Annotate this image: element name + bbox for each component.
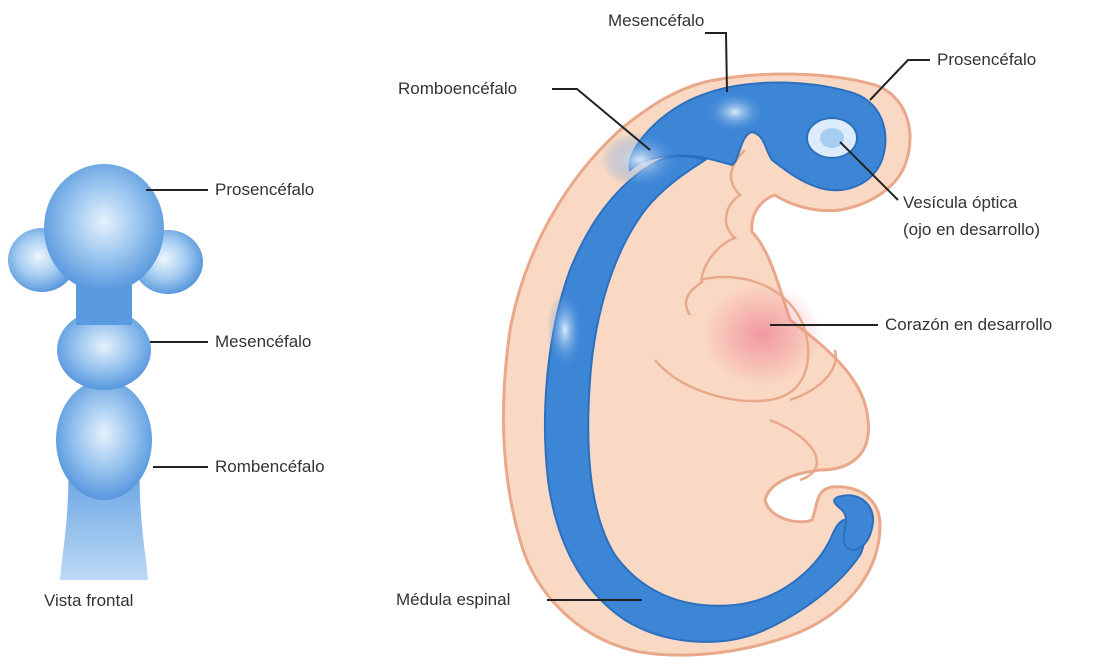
optic-vesicle-label-line2: (ojo en desarrollo)	[903, 219, 1040, 241]
optic-vesicle-label-line1: Vesícula óptica	[903, 192, 1017, 214]
mesencephalon-highlight	[705, 92, 765, 132]
lateral-mesencephalon-label: Mesencéfalo	[608, 10, 704, 32]
spinal-highlight	[547, 290, 583, 370]
optic-vesicle-inner	[820, 128, 844, 148]
frontal-view	[8, 164, 208, 580]
developing-heart	[702, 283, 822, 387]
frontal-prosencephalon	[44, 164, 164, 292]
lateral-rhombencephalon-label: Romboencéfalo	[398, 78, 517, 100]
lateral-prosencephalon-label: Prosencéfalo	[937, 49, 1036, 71]
developing-heart-label: Corazón en desarrollo	[885, 314, 1052, 336]
frontal-prosencephalon-label: Prosencéfalo	[215, 179, 314, 201]
frontal-rhombencephalon	[56, 380, 152, 500]
lateral-view	[503, 33, 930, 655]
frontal-mesencephalon-label: Mesencéfalo	[215, 331, 311, 353]
frontal-rhombencephalon-label: Rombencéfalo	[215, 456, 325, 478]
frontal-view-caption: Vista frontal	[44, 590, 133, 612]
spinal-cord-label: Médula espinal	[396, 589, 510, 611]
